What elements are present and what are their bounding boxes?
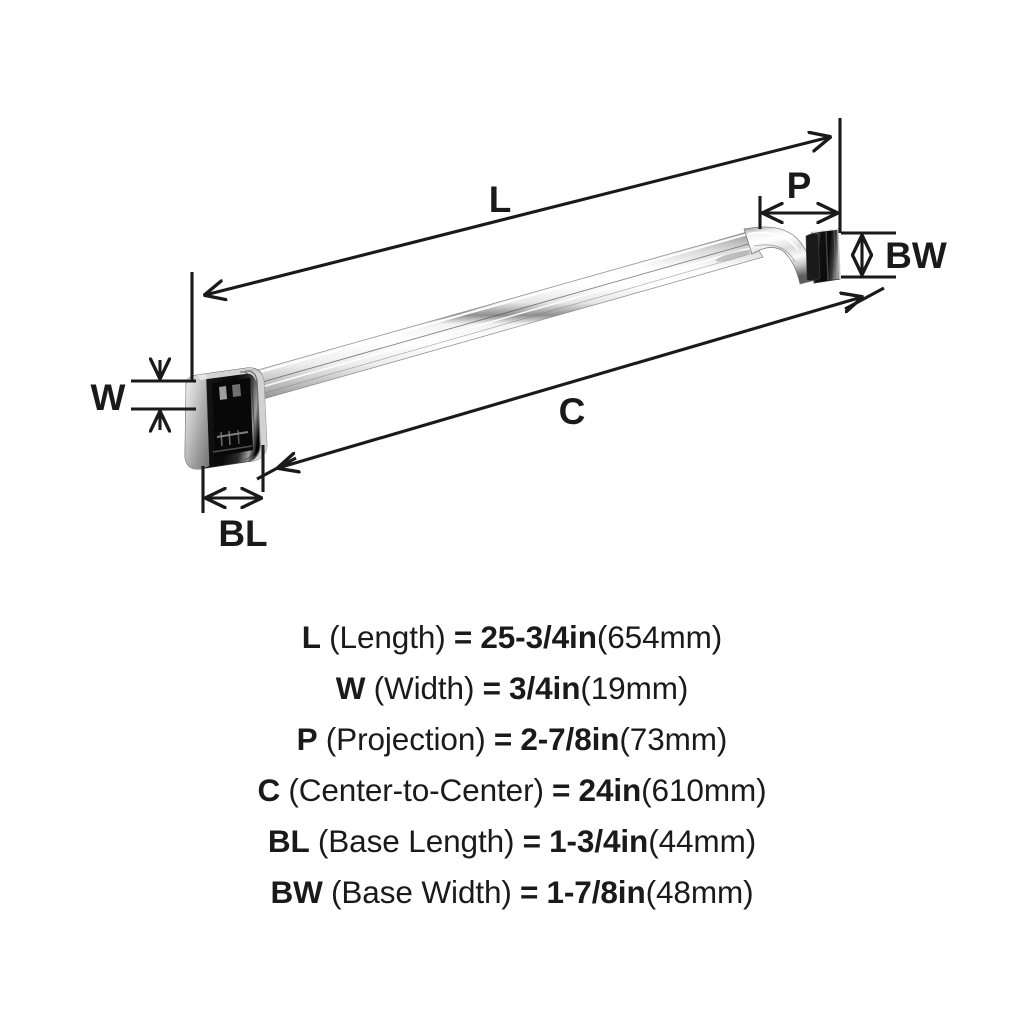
legend-value: 1-3/4in <box>549 823 649 859</box>
legend-row-length: L(Length)=25-3/4in(654mm) <box>0 612 1024 663</box>
legend-row-base-length: BL(Base Length)=1-3/4in(44mm) <box>0 816 1024 867</box>
legend-description: (Length) <box>329 619 446 655</box>
dimension-width <box>131 360 196 430</box>
ctc-extension-right <box>844 286 885 311</box>
legend-key: BW <box>270 874 323 910</box>
legend-metric: (48mm) <box>645 874 754 910</box>
legend-value: 24in <box>578 772 642 808</box>
dimension-length <box>190 118 842 381</box>
dimension-labels: L W P C BL BW <box>91 165 947 554</box>
label-base-length: BL <box>218 513 267 554</box>
label-projection: P <box>787 165 812 206</box>
legend-key: L <box>301 619 321 655</box>
legend-description: (Base Length) <box>317 823 515 859</box>
dimension-projection <box>758 196 837 229</box>
legend-metric: (73mm) <box>619 721 728 757</box>
label-width: W <box>91 377 126 418</box>
legend-key: C <box>257 772 281 808</box>
legend-equals: = <box>522 823 541 859</box>
legend-equals: = <box>520 874 539 910</box>
label-base-width: BW <box>885 235 947 276</box>
legend-value: 1-7/8in <box>546 874 646 910</box>
legend-equals: = <box>482 670 501 706</box>
legend-metric: (44mm) <box>648 823 757 859</box>
dimension-legend: L(Length)=25-3/4in(654mm) W(Width)=3/4in… <box>0 612 1024 918</box>
legend-key: P <box>296 721 318 757</box>
legend-row-projection: P(Projection)=2-7/8in(73mm) <box>0 714 1024 765</box>
label-length: L <box>489 179 512 220</box>
legend-equals: = <box>552 772 571 808</box>
dimension-center-to-center <box>256 286 885 481</box>
towel-bar-rod <box>211 231 764 410</box>
legend-value: 25-3/4in <box>480 619 597 655</box>
product-dimension-drawing: L W P C BL BW <box>91 118 947 554</box>
legend-description: (Projection) <box>325 721 486 757</box>
legend-key: W <box>335 670 366 706</box>
length-arrow <box>205 137 830 295</box>
legend-metric: (610mm) <box>641 772 767 808</box>
legend-metric: (654mm) <box>596 619 723 655</box>
legend-metric: (19mm) <box>580 670 689 706</box>
legend-description: (Base Width) <box>330 874 512 910</box>
dimension-base-length <box>201 445 265 513</box>
towel-bar-illustration <box>184 226 841 470</box>
legend-row-center-to-center: C(Center-to-Center)=24in(610mm) <box>0 765 1024 816</box>
dimension-base-width <box>841 231 896 279</box>
legend-value: 2-7/8in <box>520 721 620 757</box>
legend-key: BL <box>267 823 310 859</box>
label-center-to-center: C <box>559 391 586 432</box>
center-to-center-arrow <box>278 297 862 468</box>
legend-description: (Center-to-Center) <box>288 772 544 808</box>
legend-value: 3/4in <box>509 670 581 706</box>
right-bracket-base <box>805 228 841 284</box>
legend-row-width: W(Width)=3/4in(19mm) <box>0 663 1024 714</box>
legend-row-base-width: BW(Base Width)=1-7/8in(48mm) <box>0 867 1024 918</box>
right-mount-arm <box>715 226 817 285</box>
left-bracket-base <box>184 367 268 470</box>
legend-description: (Width) <box>373 670 475 706</box>
legend-equals: = <box>453 619 473 655</box>
legend-equals: = <box>493 721 513 757</box>
